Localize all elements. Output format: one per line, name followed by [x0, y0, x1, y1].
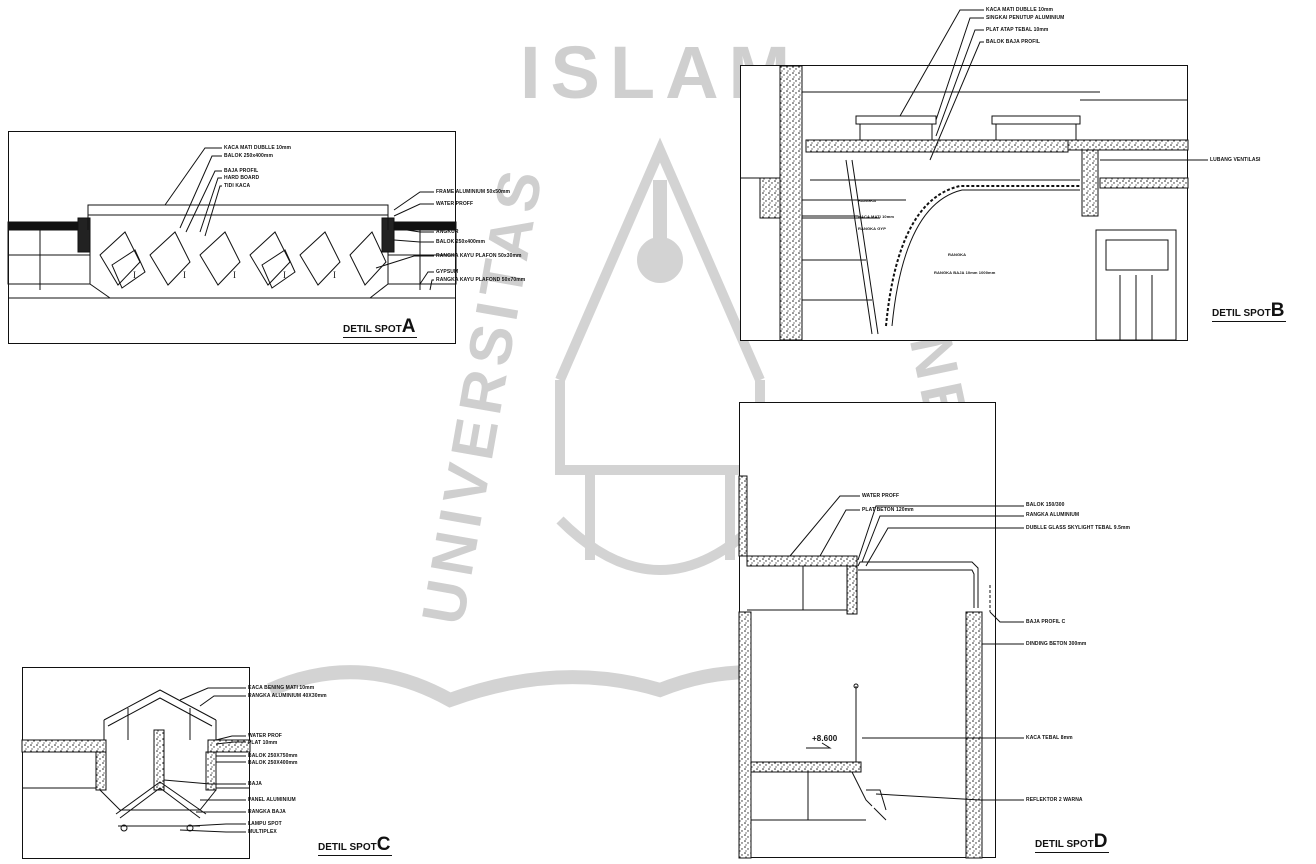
spot-c-label: KACA BENING MATI 10mm — [248, 685, 315, 691]
spot-c-label: LAMPU SPOT — [248, 821, 282, 827]
spot-c-label: PANEL ALUMINIUM — [248, 797, 296, 803]
spot-d-label: BALOK 150/300 — [1026, 502, 1065, 508]
spot-c-label: RANGKA BAJA — [248, 809, 286, 815]
detail-spot-a-title: DETIL SPOTA — [343, 317, 418, 338]
spot-b-small-label: RANGKA — [948, 252, 967, 257]
title-letter: D — [1093, 831, 1108, 852]
title-letter: A — [401, 316, 416, 337]
spot-a-label: BALOK 250x400mm — [224, 153, 274, 159]
detail-spot-b-frame — [740, 65, 1188, 341]
detail-spot-c-title: DETIL SPOTC — [318, 835, 393, 856]
spot-a-label: KACA MATI DUBLLE 10mm — [224, 145, 292, 151]
spot-b-label: SINGKAI PENUTUP ALUMINIUM — [986, 15, 1065, 21]
spot-d-label: WATER PROFF — [862, 493, 900, 499]
spot-d-label: PLAT BETON 120mm — [862, 507, 914, 513]
spot-a-label: WATER PROFF — [436, 201, 474, 207]
spot-d-label: DINDING BETON 300mm — [1026, 641, 1087, 647]
svg-text:I: I — [183, 270, 186, 280]
detail-spot-b-title: DETIL SPOTB — [1212, 301, 1287, 322]
spot-a-label: RANGKA KAYU PLAFON 50x30mm — [436, 253, 522, 259]
spot-c-label: WATER PROF — [248, 733, 282, 739]
title-prefix: DETIL SPOT — [318, 842, 377, 853]
svg-text:I: I — [233, 270, 236, 280]
svg-text:I: I — [133, 270, 136, 280]
spot-d-label: REFLEKTOR 2 WARNA — [1026, 797, 1083, 803]
spot-b-small-label: RANGKA GYP — [858, 226, 886, 231]
title-prefix: DETIL SPOT — [1035, 839, 1094, 850]
spot-d-label: BAJA PROFIL C — [1026, 619, 1066, 625]
spot-a-label: TIDI KACA — [224, 183, 251, 189]
spot-b-label: PLAT ATAP TEBAL 10mm — [986, 27, 1049, 33]
title-letter: B — [1270, 300, 1285, 321]
spot-a-label: FRAME ALUMINIUM 50x50mm — [436, 189, 511, 195]
spot-c-label: PLAT 10mm — [248, 740, 278, 746]
spot-d-label: RANGKA ALUMINIUM — [1026, 512, 1080, 518]
spot-c-label: BAJA — [248, 781, 263, 787]
spot-d-level: +8.600 — [812, 734, 838, 743]
spot-c-label: BALOK 250X400mm — [248, 760, 298, 766]
spot-b-small-label: RANGKA — [858, 198, 877, 203]
spot-b-label: BALOK BAJA PROFIL — [986, 39, 1041, 45]
detail-spot-d-title: DETIL SPOTD — [1035, 832, 1110, 853]
title-letter: C — [376, 834, 391, 855]
spot-a-label: HARD BOARD — [224, 175, 260, 181]
spot-c-label: RANGKA ALUMINIUM 40X30mm — [248, 693, 327, 699]
spot-c-label: MULTIPLEX — [248, 829, 277, 835]
spot-d-label: DUBLLE GLASS SKYLIGHT TEBAL 9.5mm — [1026, 525, 1131, 531]
title-prefix: DETIL SPOT — [343, 324, 402, 335]
spot-a-label: ANGKUR — [436, 229, 459, 235]
spot-d-label: KACA TEBAL 8mm — [1026, 735, 1073, 741]
svg-text:I: I — [333, 270, 336, 280]
spot-b-small-label: KACA MATI 10mm — [858, 214, 895, 219]
detail-spot-d-frame — [739, 402, 996, 858]
spot-a-label: GYPSUM — [436, 269, 459, 275]
title-prefix: DETIL SPOT — [1212, 308, 1271, 319]
spot-c-label: BALOK 250X750mm — [248, 753, 298, 759]
spot-a-label: RANGKA KAYU PLAFOND 50x70mm — [436, 277, 526, 283]
spot-b-label: LUBANG VENTILASI — [1210, 157, 1261, 163]
spot-a-label: BAJA PROFIL — [224, 168, 259, 174]
spot-b-label: KACA MATI DUBLLE 10mm — [986, 7, 1054, 13]
spot-a-label: BALOK 250x400mm — [436, 239, 486, 245]
svg-text:I: I — [283, 270, 286, 280]
spot-b-small-label: RANGKA BAJA 10mm 1000mm — [934, 270, 996, 275]
